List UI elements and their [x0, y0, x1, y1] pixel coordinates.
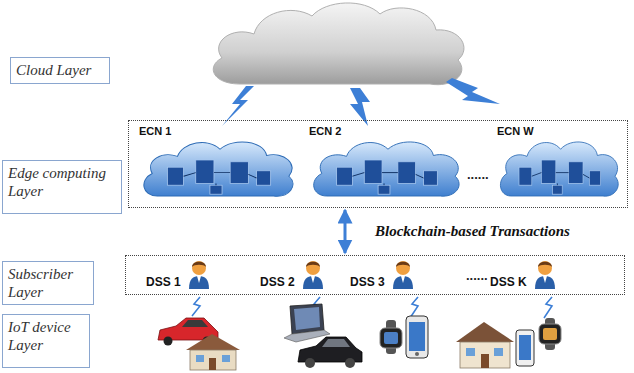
house-icon [456, 322, 514, 368]
ellipsis: ...... [467, 167, 489, 182]
subscriber-name: DSS 2 [260, 275, 295, 289]
cloud-shape [307, 133, 465, 205]
edge-label: Blockchain-based Transactions [375, 223, 570, 240]
subscriber-name: DSS 1 [146, 275, 181, 289]
watch-icon [380, 320, 402, 354]
layer-name: Subscriber Layer [8, 265, 88, 301]
layer-name: IoT device Layer [8, 318, 84, 354]
node-name: ECN 1 [139, 125, 171, 137]
person-icon [301, 259, 325, 289]
person-icon [391, 259, 415, 289]
subscriber-node: DSS K [488, 259, 559, 292]
person-icon [533, 259, 557, 289]
subscriber-node: DSS 3 [348, 259, 417, 292]
car-icon [298, 337, 362, 368]
layer-name: Cloud Layer [16, 61, 104, 79]
person-icon [187, 259, 211, 289]
transaction-arrow [344, 210, 347, 253]
node-name: ECN 2 [309, 125, 341, 137]
phone-icon [406, 316, 428, 358]
layer-label-box: Subscriber Layer [2, 261, 94, 305]
cloud-shape [213, 3, 464, 85]
layer-region: ...... DSS 1 DSS 2 DSS 3 DSS K [125, 255, 625, 295]
phone-icon [516, 330, 534, 366]
ellipsis: ...... [466, 268, 488, 283]
cloud-shape [137, 133, 299, 205]
edge-node-cloud: ECN 2 [307, 125, 465, 205]
subscriber-node: DSS 1 [144, 259, 213, 292]
edge-node-cloud: ECN 1 [137, 125, 299, 205]
layer-region: ...... ECN 1 ECN 2 ECN W [128, 120, 628, 208]
subscriber-name: DSS K [490, 275, 527, 289]
subscriber-node: DSS 2 [258, 259, 327, 292]
layer-name: Edge computing Layer [8, 164, 116, 200]
layer-label-box: Cloud Layer [10, 57, 110, 84]
edge-node-cloud: ECN W [495, 125, 623, 205]
cloud-shape [495, 133, 623, 205]
layer-label-box: Edge computing Layer [2, 160, 122, 214]
wireless-bolt [222, 78, 500, 126]
watch-icon [539, 318, 561, 350]
subscriber-name: DSS 3 [350, 275, 385, 289]
node-name: ECN W [497, 125, 534, 137]
house-icon [186, 334, 240, 370]
laptop-icon [284, 304, 330, 342]
layer-label-box: IoT device Layer [2, 314, 90, 368]
wireless-link [192, 297, 552, 318]
